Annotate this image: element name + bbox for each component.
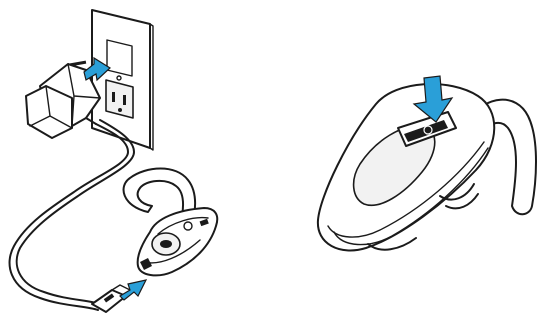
power-on-panel <box>318 76 536 250</box>
insert-cable-arrow <box>120 280 146 300</box>
lower-receptacle <box>106 80 133 118</box>
wall-outlet <box>92 10 153 150</box>
headset-body <box>318 84 494 250</box>
headset-side-view <box>124 169 218 276</box>
charging-panel <box>10 10 218 312</box>
charging-cable <box>10 120 134 310</box>
